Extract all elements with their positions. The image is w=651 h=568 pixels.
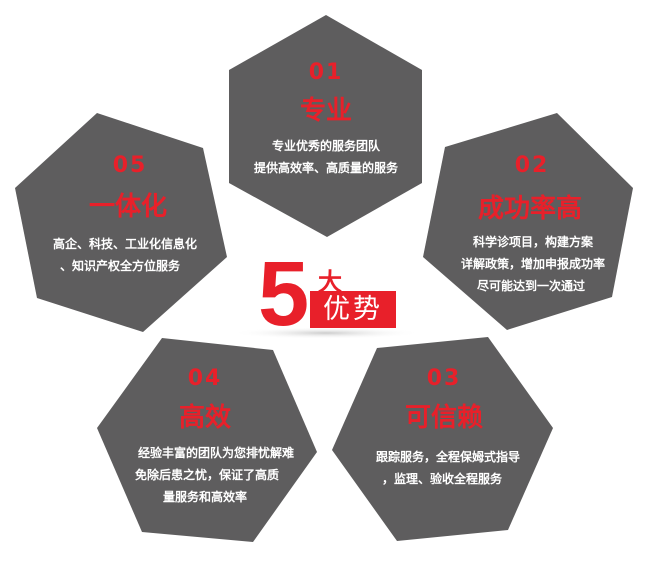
item-02-number: 02 — [514, 153, 550, 178]
item-04-line-2: 免除后患之忧，保证了高质 — [134, 468, 280, 482]
hexagon-04 — [97, 338, 317, 542]
item-05-number: 05 — [112, 153, 148, 178]
item-01-line-2: 提供高效率、高质量的服务 — [253, 161, 399, 175]
item-01-title: 专业 — [299, 96, 353, 126]
item-01-number: 01 — [308, 60, 344, 85]
item-03-number: 03 — [426, 366, 462, 391]
item-03-line-2: ，监理、验收全程服务 — [381, 472, 503, 486]
item-04-number: 04 — [187, 366, 223, 391]
item-05-line-1: 高企、科技、工业化信息化 — [52, 237, 198, 251]
item-02-line-1: 科学诊项目，构建方案 — [472, 235, 594, 249]
item-02-line-2: 详解政策，增加申报成功率 — [460, 257, 606, 271]
center-big-number: 5 — [258, 243, 310, 345]
item-03-title: 可信赖 — [404, 403, 484, 433]
item-03-line-1: 跟踪服务，全程保姆式指导 — [375, 450, 521, 464]
center-shadow — [231, 327, 421, 339]
item-05-title: 一体化 — [88, 192, 168, 222]
item-01-line-1: 专业优秀的服务团队 — [271, 139, 381, 153]
item-05-line-2: 、知识产权全方位服务 — [59, 259, 181, 273]
hexagon-05 — [15, 113, 227, 332]
hexagon-02 — [423, 113, 633, 330]
item-02-line-3: 尽可能达到一次通过 — [476, 279, 586, 293]
item-04-title: 高效 — [178, 403, 232, 433]
hexagon-03 — [332, 337, 553, 541]
item-04-line-1: 经验丰富的团队为您排忧解难 — [137, 446, 295, 460]
item-02-title: 成功率高 — [477, 194, 583, 224]
center-label-box: 优势 — [310, 291, 396, 328]
hexagon-01 — [229, 15, 422, 237]
item-04-line-3: 量服务和高效率 — [162, 490, 248, 504]
